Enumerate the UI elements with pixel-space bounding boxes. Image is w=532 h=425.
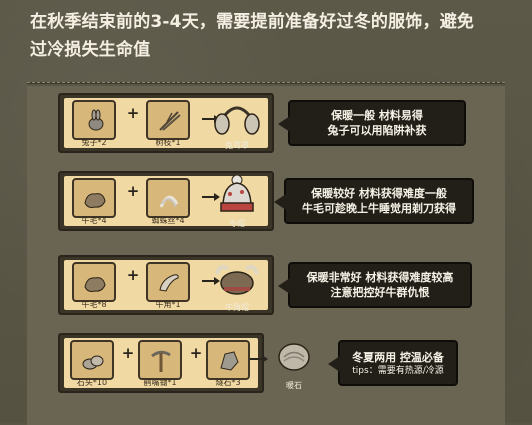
flint-icon (220, 351, 239, 371)
ingredient-slot-rocks[interactable] (70, 340, 114, 380)
tip-bubble-1: 保暖一般 材料易得 兔子可以用陷阱补获 (278, 100, 466, 146)
twigs-icon (159, 111, 181, 131)
intro-line-1: 在秋季结束前的3-4天，需要提前准备好过冬的服饰，避免 (30, 12, 475, 32)
ingredient-slot-rabbit[interactable] (72, 100, 116, 140)
tip-line-2: 牛毛可趁晚上牛睡觉用剃刀获得 (302, 202, 456, 215)
ingredient-label-flint: 燧石*3 (215, 378, 241, 387)
silk-icon (159, 195, 179, 208)
tip-line-2: 注意把控好牛群仇恨 (330, 286, 430, 299)
ingredient-slot-wool[interactable] (72, 262, 116, 302)
ingredient-slot-twigs[interactable] (146, 100, 190, 140)
result-label: 兔耳罩 (225, 141, 249, 150)
tip-line-1: 保暖一般 材料易得 (331, 109, 423, 122)
ingredient-label-horn: 牛角*1 (155, 300, 181, 309)
rocks-icon (82, 355, 104, 370)
tip-line-2: tips：需要有热源/冷源 (352, 365, 444, 376)
recipe-card-1: 兔子*2 + 树枝*1 (58, 93, 274, 153)
plus-icon: + (126, 182, 140, 200)
ingredient-slot-flint[interactable] (206, 340, 250, 380)
recipe-card-4: 石头*10 + 鹤嘴锄*1 + 燧石*3 (58, 333, 268, 393)
tip-line-1: 保暖非常好 材料获得难度较高 (306, 271, 454, 284)
rabbit-icon (88, 109, 104, 131)
ingredient-slot-horn[interactable] (146, 262, 190, 302)
ingredient-label-silk: 蜘蛛丝*4 (151, 216, 185, 225)
tip-bubble-2: 保暖较好 材料获得难度一般 牛毛可趁晚上牛睡觉用剃刀获得 (274, 178, 474, 224)
recipe-row-2: 牛毛*4 + 蜘蛛丝*4 冬帽 保暖较好 材料获得难度一般 牛毛可趁晚上牛睡觉用… (58, 171, 528, 231)
plus-icon: + (189, 344, 203, 362)
intro-text: 在秋季结束前的3-4天，需要提前准备好过冬的服饰，避免 过冷损失生命值 (30, 8, 500, 64)
result-beefalo-hat[interactable]: 牛角帽 (202, 255, 272, 315)
tip-line-1: 冬夏两用 控温必备 (352, 350, 444, 364)
beefalo-wool-icon (84, 277, 106, 292)
arrow-right-icon (202, 277, 220, 285)
ingredient-slot-wool[interactable] (72, 178, 116, 218)
ingredient-label-rocks: 石头*10 (76, 378, 108, 387)
ingredient-label-rabbit: 兔子*2 (81, 138, 107, 147)
winter-hat-icon (220, 175, 254, 212)
result-winter-hat[interactable]: 冬帽 (202, 171, 272, 231)
plus-icon: + (126, 104, 140, 122)
tip-line-1: 保暖较好 材料获得难度一般 (311, 187, 447, 200)
result-label: 牛角帽 (225, 303, 249, 312)
arrow-right-icon (202, 193, 220, 201)
beefalo-hat-icon (215, 264, 259, 295)
ingredient-slot-pickaxe[interactable] (138, 340, 182, 380)
tip-bubble-3: 保暖非常好 材料获得难度较高 注意把控好牛群仇恨 (278, 262, 472, 308)
ingredient-slot-silk[interactable] (146, 178, 190, 218)
rabbit-earmuffs-icon (214, 106, 260, 135)
panel-divider (27, 82, 505, 83)
pickaxe-icon (151, 350, 171, 372)
tip-bubble-4: 冬夏两用 控温必备 tips：需要有热源/冷源 (328, 340, 458, 386)
result-thermal-stone[interactable]: 暖石 (259, 333, 329, 393)
result-label: 冬帽 (229, 219, 245, 228)
result-label: 暖石 (286, 381, 302, 390)
ingredient-label-wool: 牛毛*4 (81, 216, 107, 225)
result-rabbit-earmuffs[interactable]: 兔耳罩 (202, 93, 272, 153)
tip-line-2: 兔子可以用陷阱补获 (327, 124, 427, 137)
thermal-stone-icon (278, 343, 310, 371)
plus-icon: + (121, 344, 135, 362)
recipe-row-1: 兔子*2 + 树枝*1 兔耳罩 保暖一般 材料易得 兔子可以用陷阱补获 (58, 93, 528, 153)
recipe-row-4: 石头*10 + 鹤嘴锄*1 + 燧石*3 暖石 冬夏两用 (58, 333, 528, 393)
plus-icon: + (126, 266, 140, 284)
recipe-row-3: 牛毛*8 + 牛角*1 牛角帽 保暖非常好 材料获得难度较高 注意把控好牛群仇恨 (58, 255, 528, 315)
beefalo-horn-icon (159, 274, 179, 292)
ingredient-label-twigs: 树枝*1 (155, 138, 181, 147)
arrow-right-icon (250, 355, 268, 363)
beefalo-wool-icon (84, 193, 106, 208)
ingredient-label-wool: 牛毛*8 (81, 300, 107, 309)
ingredient-label-pickaxe: 鹤嘴锄*1 (143, 378, 177, 387)
intro-line-2: 过冷损失生命值 (30, 40, 151, 60)
